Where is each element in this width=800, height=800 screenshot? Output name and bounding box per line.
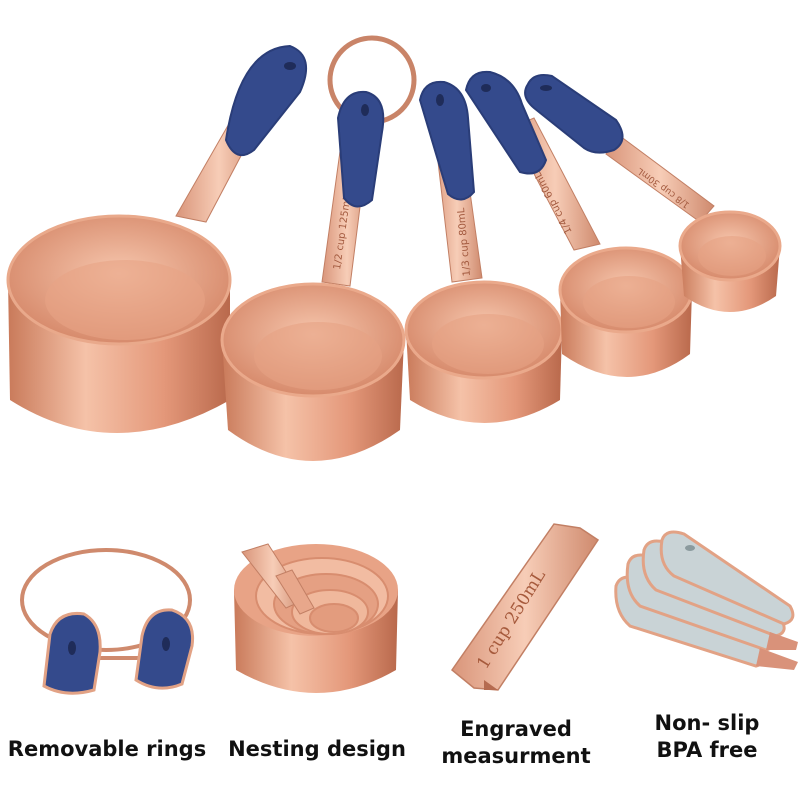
caption-non-slip: Non- slip BPA free (622, 710, 792, 764)
cup-three: 1/3 cup 80mL (404, 80, 564, 423)
caption-removable-rings: Removable rings (7, 737, 207, 761)
caption-engraved-measurement: Engraved measurment (428, 716, 604, 770)
caption-non-slip-line1: Non- slip (654, 711, 760, 735)
removable-ring-thumbnail (20, 548, 195, 695)
caption-engraved-line2: measurment (441, 744, 591, 768)
caption-engraved-line1: Engraved (460, 717, 572, 741)
cup-five: 1/8 cup 30mL (524, 74, 782, 312)
measuring-cups-hero: 1/2 cup 125mL 1/3 cup 80mL 1/4 cup 60mL (6, 35, 782, 461)
cup-one (6, 44, 308, 433)
caption-bpa-free-line2: BPA free (656, 738, 758, 762)
caption-nesting-design: Nesting design (228, 737, 406, 761)
nesting-thumbnail (234, 543, 398, 693)
cup-two: 1/2 cup 125mL (220, 90, 406, 461)
cup-four: 1/4 cup 60mL (464, 70, 694, 377)
non-slip-grips-thumbnail (614, 530, 798, 670)
engraved-handle-thumbnail: 1 cup 250mL (450, 523, 600, 691)
